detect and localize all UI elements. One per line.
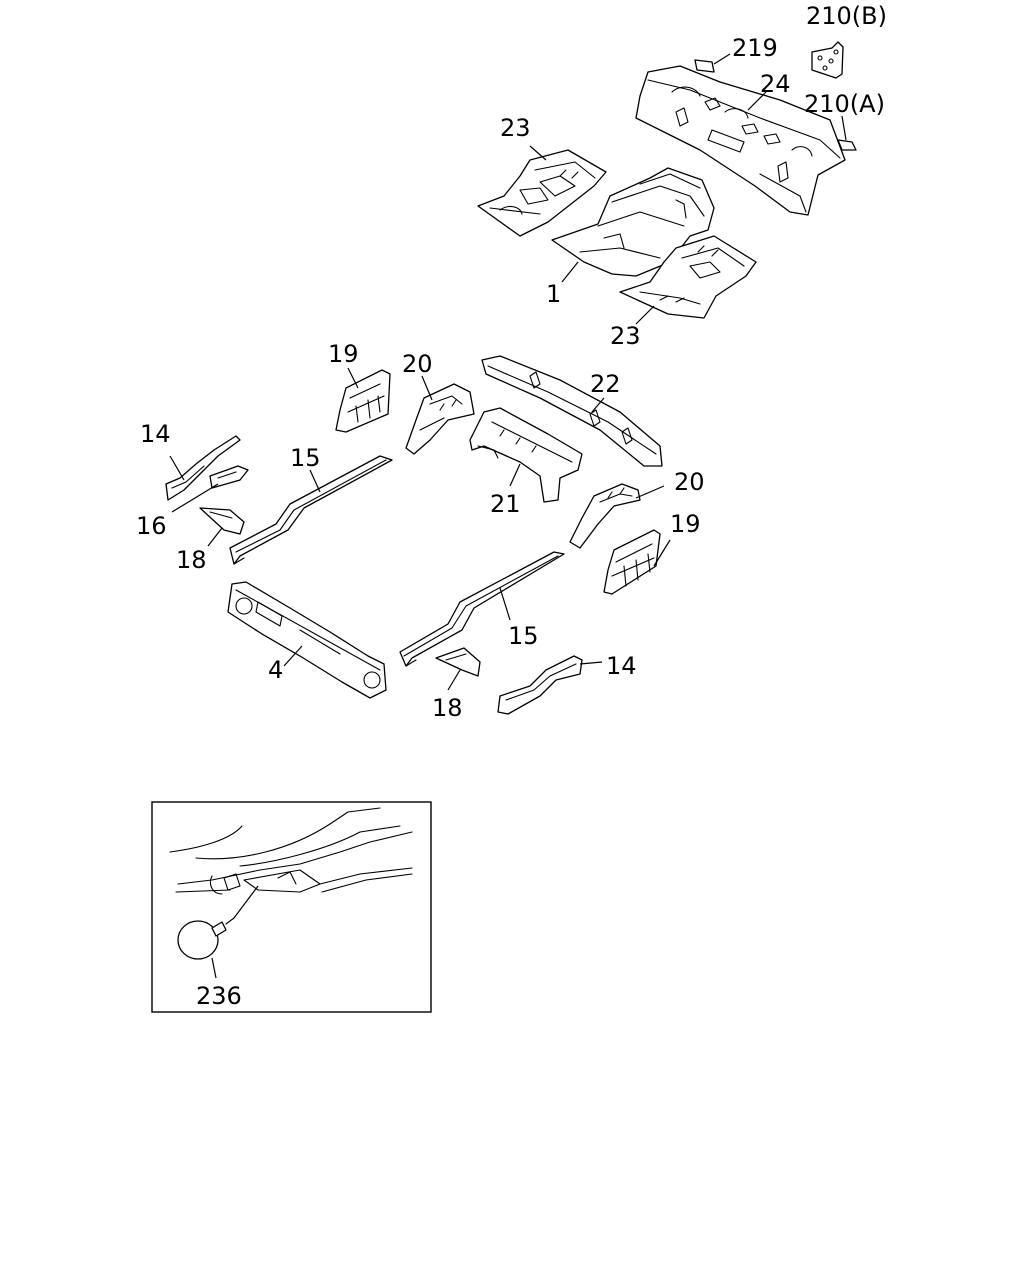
- part-19-gusset-right[interactable]: [603, 529, 661, 595]
- callout-1: 1: [546, 280, 561, 308]
- part-15-side-rail-left[interactable]: [229, 455, 393, 565]
- leader-1: [561, 261, 579, 283]
- callout-19-left: 19: [328, 340, 359, 368]
- callout-23-lower: 23: [610, 322, 641, 350]
- leader-210a: [841, 115, 847, 141]
- leader-19-left: [347, 367, 359, 389]
- callout-15-left: 15: [290, 444, 321, 472]
- part-24-rear-panel[interactable]: [635, 65, 846, 216]
- callout-20-left: 20: [402, 350, 433, 378]
- leader-23-upper: [529, 145, 547, 161]
- leader-22: [591, 397, 605, 413]
- part-210a-clip[interactable]: [837, 139, 857, 151]
- callout-219: 219: [732, 34, 778, 62]
- part-14-rail-end-right[interactable]: [497, 655, 583, 715]
- part-22-cross-member[interactable]: [481, 355, 663, 467]
- leader-219: [713, 53, 731, 65]
- leader-20-right: [635, 485, 665, 499]
- leader-19-right: [653, 539, 671, 567]
- callout-20-right: 20: [674, 468, 705, 496]
- callout-210b: 210(B): [806, 2, 887, 30]
- callout-210a: 210(A): [804, 90, 885, 118]
- leader-18-bottom: [447, 669, 461, 691]
- leader-236-arrow: [233, 885, 259, 919]
- callout-18-bottom: 18: [432, 694, 463, 722]
- callout-236: 236: [196, 982, 242, 1010]
- leader-24: [747, 91, 767, 111]
- part-1-center-floor[interactable]: [551, 167, 715, 277]
- part-23-floor-panel-lower[interactable]: [619, 235, 757, 319]
- part-20-bracket-left[interactable]: [405, 383, 475, 455]
- part-4-front-cross-member[interactable]: [227, 581, 387, 699]
- part-23-floor-panel-upper[interactable]: [477, 149, 607, 237]
- part-16-bracket[interactable]: [209, 465, 249, 489]
- callout-15-right: 15: [508, 622, 539, 650]
- part-15-side-rail-right[interactable]: [399, 551, 565, 667]
- inset-detail: [151, 801, 432, 1013]
- part-19-gusset-left[interactable]: [335, 369, 391, 433]
- callout-23-upper: 23: [500, 114, 531, 142]
- callout-16: 16: [136, 512, 167, 540]
- part-18-bracket-bottom[interactable]: [435, 647, 481, 677]
- leader-236: [211, 957, 217, 979]
- leader-20-left: [421, 375, 433, 401]
- callout-21: 21: [490, 490, 521, 518]
- leader-14-left: [169, 455, 185, 481]
- leader-4: [283, 645, 303, 667]
- callout-18-left: 18: [176, 546, 207, 574]
- callout-24: 24: [760, 70, 791, 98]
- part-210b-bracket[interactable]: [811, 41, 844, 79]
- part-236-fastener[interactable]: [177, 917, 235, 960]
- leader-15-left: [309, 469, 321, 493]
- callout-22: 22: [590, 370, 621, 398]
- callout-19-right: 19: [670, 510, 701, 538]
- inset-underbody-sketch: [169, 807, 413, 895]
- part-219-plate[interactable]: [694, 59, 715, 73]
- leader-14-right: [579, 661, 603, 665]
- leader-16: [171, 483, 219, 513]
- callout-14-right: 14: [606, 652, 637, 680]
- leader-21: [509, 463, 521, 487]
- part-20-bracket-right[interactable]: [569, 483, 641, 549]
- part-18-bracket-left[interactable]: [199, 507, 245, 535]
- callout-14-left: 14: [140, 420, 171, 448]
- part-21-center-bracket[interactable]: [469, 407, 583, 503]
- callout-4: 4: [268, 656, 283, 684]
- leader-18-left: [207, 527, 223, 547]
- part-14-rail-end-left[interactable]: [165, 435, 241, 501]
- leader-23-lower: [635, 305, 655, 325]
- inset-frame: [151, 801, 432, 1013]
- leader-15-right: [499, 587, 511, 621]
